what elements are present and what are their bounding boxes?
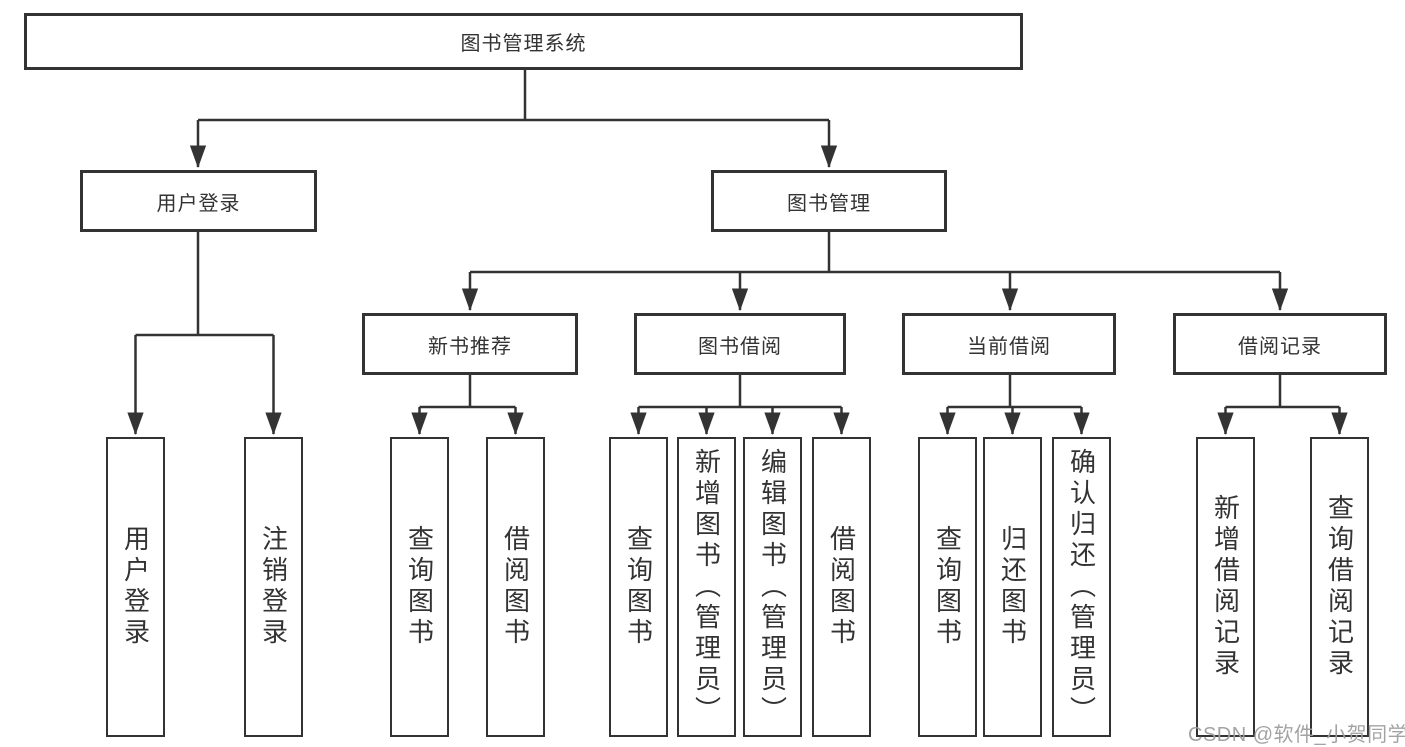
leaf-label: 编辑图书（管理员） xyxy=(757,447,788,727)
node-borrowing-records: 借阅记录 xyxy=(1173,313,1387,375)
leaf-label: 借阅图书 xyxy=(500,525,531,649)
node-book-borrowing: 图书借阅 xyxy=(634,313,846,375)
leaf-return-books: 归还图书 xyxy=(983,437,1042,737)
leaf-label: 新增图书（管理员） xyxy=(691,447,722,727)
leaf-label: 注销登录 xyxy=(258,525,289,649)
leaf-query-borrow-record: 查询借阅记录 xyxy=(1310,437,1369,737)
leaf-label: 新增借阅记录 xyxy=(1210,494,1241,680)
leaf-borrow-books-recommend: 借阅图书 xyxy=(486,437,545,737)
node-user-login-branch: 用户登录 xyxy=(80,170,317,232)
leaf-confirm-return-admin: 确认归还（管理员） xyxy=(1052,437,1111,737)
node-new-book-recommendation: 新书推荐 xyxy=(362,313,578,375)
node-book-management-branch: 图书管理 xyxy=(711,170,947,232)
leaf-query-books-borrowing: 查询图书 xyxy=(609,437,668,737)
node-library-management-system: 图书管理系统 xyxy=(24,13,1023,70)
leaf-label: 查询图书 xyxy=(932,525,963,649)
leaf-edit-books-admin: 编辑图书（管理员） xyxy=(743,437,802,737)
leaf-label: 查询图书 xyxy=(623,525,654,649)
leaf-label: 借阅图书 xyxy=(826,525,857,649)
leaf-user-login: 用户登录 xyxy=(106,437,165,737)
leaf-label: 查询借阅记录 xyxy=(1324,494,1355,680)
leaf-query-books-current: 查询图书 xyxy=(918,437,977,737)
leaf-label: 确认归还（管理员） xyxy=(1066,447,1097,727)
node-current-borrowing: 当前借阅 xyxy=(902,313,1116,375)
leaf-label: 归还图书 xyxy=(997,525,1028,649)
watermark: CSDN @软件_小贺同学 xyxy=(1188,724,1405,746)
leaf-logout: 注销登录 xyxy=(244,437,303,737)
leaf-query-books-recommend: 查询图书 xyxy=(390,437,449,737)
leaf-label: 查询图书 xyxy=(404,525,435,649)
leaf-borrow-books: 借阅图书 xyxy=(812,437,871,737)
leaf-label: 用户登录 xyxy=(120,525,151,649)
leaf-add-borrow-record: 新增借阅记录 xyxy=(1196,437,1255,737)
leaf-add-books-admin: 新增图书（管理员） xyxy=(677,437,736,737)
